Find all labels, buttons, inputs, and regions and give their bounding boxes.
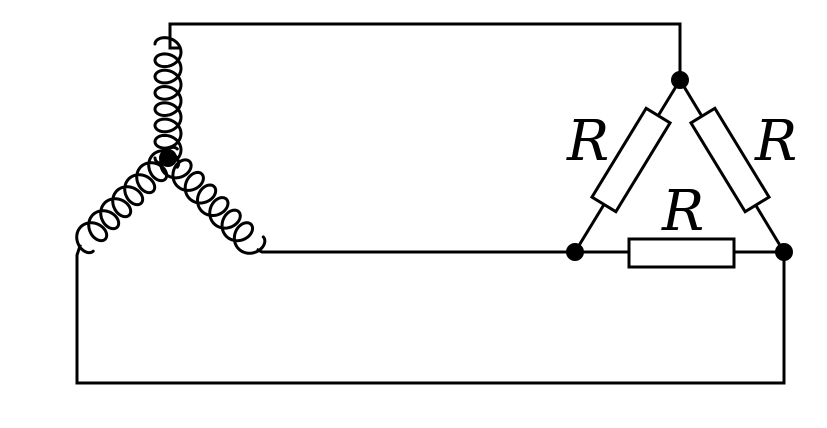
coil-right [159, 145, 267, 255]
coils [75, 36, 267, 255]
coil-top [153, 36, 183, 166]
coil-left [75, 149, 181, 255]
resistor-label-left: R [566, 109, 609, 174]
node-delta-right [775, 243, 793, 261]
node-delta-left [566, 243, 584, 261]
resistor-label-bottom: R [661, 179, 704, 244]
resistor-left [589, 106, 673, 214]
node-delta-top [671, 71, 689, 89]
node-neutral [159, 149, 177, 167]
resistors [589, 106, 772, 269]
resistor-label-right: R [754, 109, 797, 174]
resistor-right [688, 106, 772, 214]
wire-middle [255, 247, 577, 254]
junction-nodes [159, 71, 793, 261]
wire-top [168, 22, 682, 82]
resistor-bottom [627, 237, 736, 269]
wire-bottom [75, 244, 786, 385]
